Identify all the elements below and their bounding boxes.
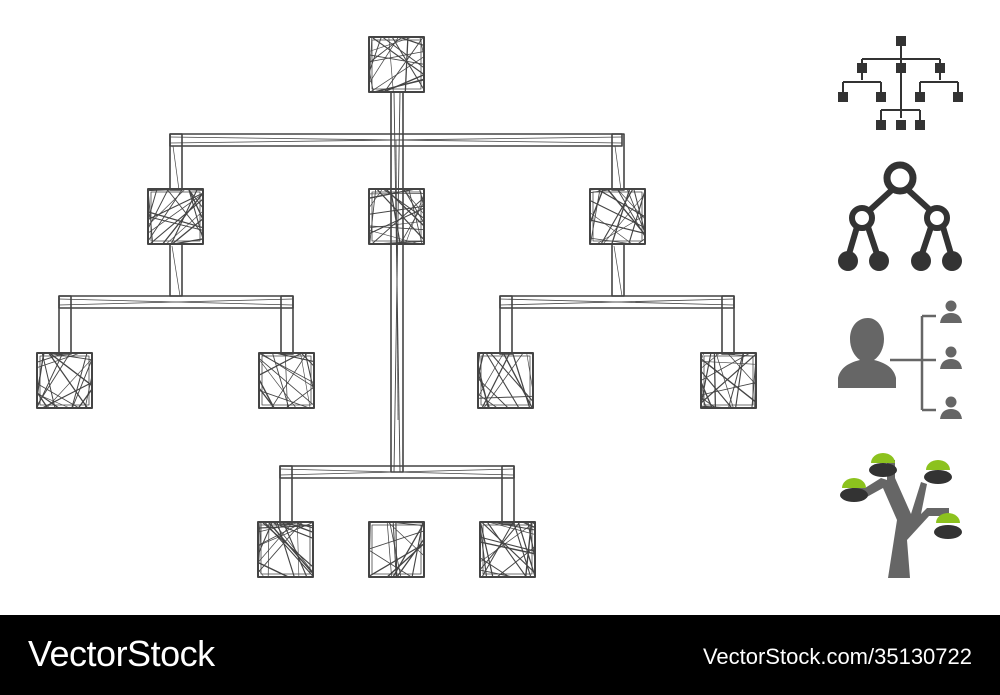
mesh-node: [479, 521, 536, 578]
mesh-hierarchy-tree: [36, 36, 757, 578]
user-hierarchy-icon: [838, 300, 962, 419]
mesh-node: [257, 521, 314, 578]
mesh-node: [589, 188, 646, 245]
money-tree-icon: [840, 453, 962, 578]
mesh-node: [477, 352, 534, 409]
watermark-footer: VectorStock VectorStock.com/35130722: [0, 615, 1000, 695]
mesh-connectors: [58, 91, 735, 525]
mesh-node: [36, 352, 93, 409]
binary-tree-icon: [838, 161, 962, 271]
mesh-node: [147, 188, 204, 245]
brand-logo-text: VectorStock: [28, 633, 215, 674]
mesh-node: [368, 36, 425, 93]
mesh-nodes: [36, 36, 757, 578]
hierarchy-tree-icon: [838, 36, 963, 130]
mesh-node: [368, 521, 425, 578]
mesh-node: [258, 352, 315, 409]
image-reference: VectorStock.com/35130722: [702, 644, 972, 669]
mesh-node: [368, 188, 425, 245]
illustration-canvas: [36, 36, 963, 578]
mesh-node: [700, 352, 757, 409]
